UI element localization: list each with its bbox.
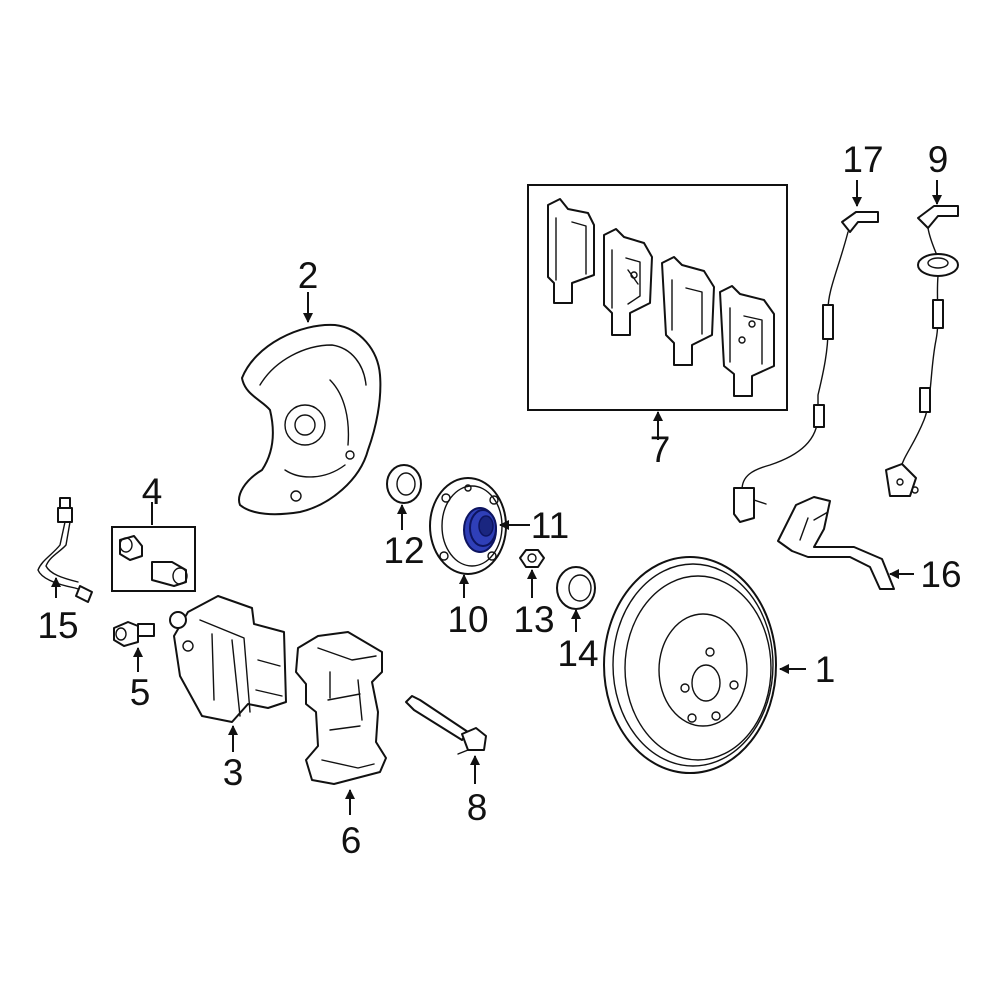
abs-sensor[interactable] bbox=[885, 205, 959, 497]
callout-7: 7 bbox=[650, 429, 671, 470]
brake-pad-set[interactable] bbox=[527, 184, 788, 411]
sensor-bracket[interactable] bbox=[777, 496, 895, 590]
callout-16: 16 bbox=[920, 554, 961, 595]
wear-sensor-lead[interactable] bbox=[733, 211, 879, 523]
leader-lines bbox=[51, 180, 942, 815]
dust-cap[interactable] bbox=[556, 566, 596, 610]
callout-4: 4 bbox=[142, 471, 163, 512]
guide-pin-kit[interactable] bbox=[111, 526, 196, 592]
pad-wear-sensor[interactable] bbox=[405, 695, 487, 755]
hub-nut[interactable] bbox=[519, 549, 545, 568]
guide-bolt[interactable] bbox=[113, 621, 155, 647]
callout-8: 8 bbox=[467, 787, 488, 828]
brake-rotor[interactable] bbox=[603, 556, 777, 774]
wheel-bearing[interactable] bbox=[463, 507, 497, 553]
callout-labels: 2 4 7 17 9 1 16 11 12 10 13 14 15 5 3 6 … bbox=[37, 139, 961, 861]
callout-11: 11 bbox=[531, 505, 569, 546]
brake-caliper[interactable] bbox=[169, 595, 287, 723]
callout-13: 13 bbox=[513, 599, 554, 640]
callout-15: 15 bbox=[37, 605, 78, 646]
seal[interactable] bbox=[386, 464, 422, 504]
callout-12: 12 bbox=[383, 530, 424, 571]
callout-6: 6 bbox=[341, 820, 362, 861]
dust-shield[interactable] bbox=[238, 323, 382, 516]
callout-9: 9 bbox=[928, 139, 949, 180]
callout-10: 10 bbox=[447, 599, 488, 640]
callout-17: 17 bbox=[842, 139, 883, 180]
callout-5: 5 bbox=[130, 672, 151, 713]
callout-14: 14 bbox=[557, 633, 598, 674]
brake-hose[interactable] bbox=[37, 497, 93, 603]
callout-3: 3 bbox=[223, 752, 244, 793]
callout-1: 1 bbox=[815, 649, 836, 690]
callout-2: 2 bbox=[298, 255, 319, 296]
caliper-carrier[interactable] bbox=[295, 631, 387, 785]
